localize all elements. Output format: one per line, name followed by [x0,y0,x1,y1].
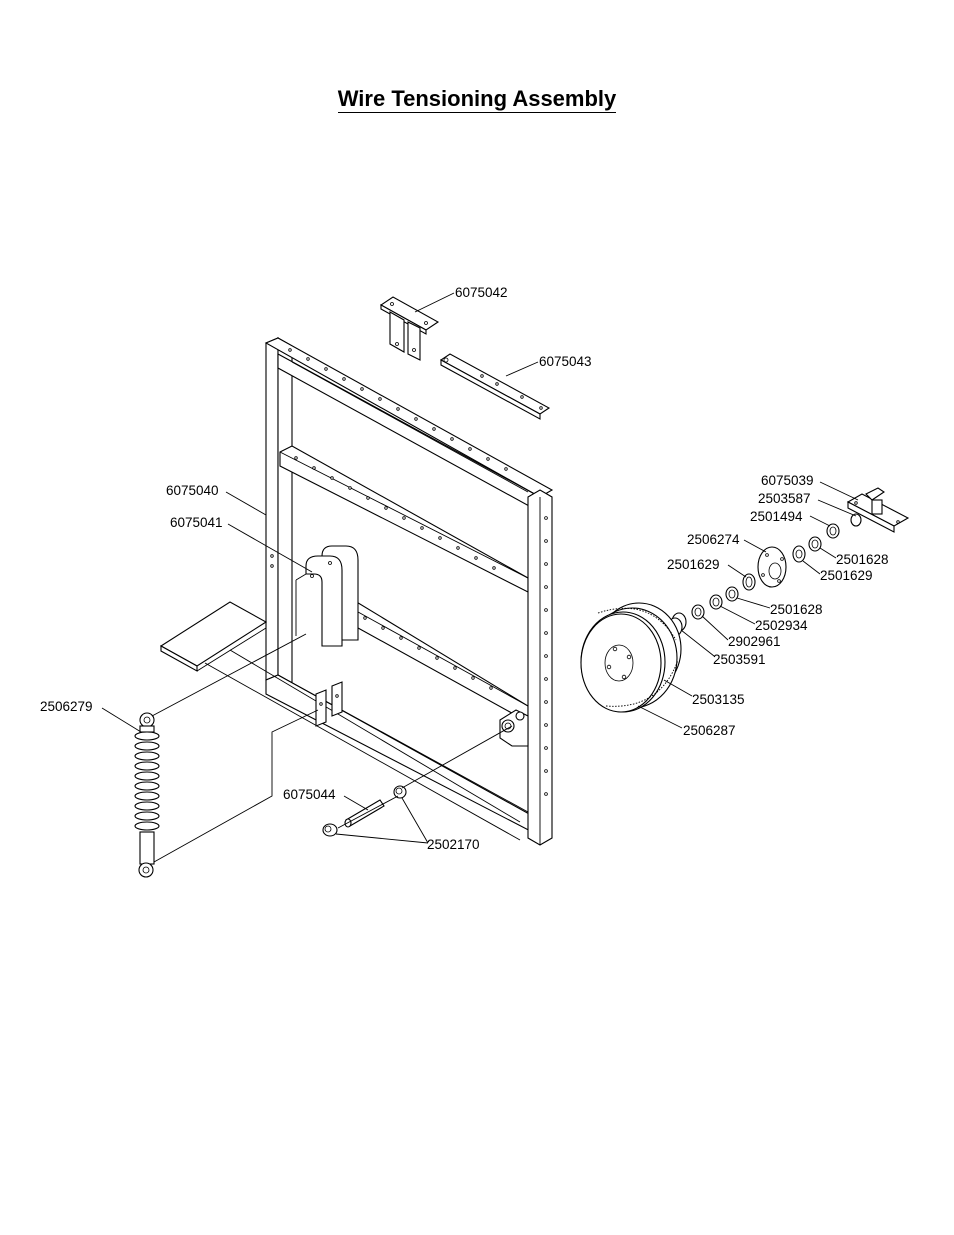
bracket-6075039 [848,488,908,532]
pivot-bracket [500,710,528,746]
bushing-2502170-b [323,824,337,836]
label-6075039: 6075039 [761,473,814,488]
label-6075042: 6075042 [455,285,508,300]
ring-2902961 [692,605,704,619]
label-2501494: 2501494 [750,509,803,524]
ring-2501494 [827,524,839,538]
label-2503591: 2503591 [713,652,766,667]
arm-6075041 [296,546,358,646]
label-2503135: 2503135 [692,692,745,707]
label-2501628-upper: 2501628 [836,552,889,567]
ring-2501629-upper [793,546,805,562]
label-2506287: 2506287 [683,723,736,738]
label-6075043: 6075043 [539,354,592,369]
label-2506274: 2506274 [687,532,740,547]
bracket-6075042 [381,297,438,360]
shock-absorber-2506279 [135,713,159,877]
label-2902961: 2902961 [728,634,781,649]
pulley-2506287 [581,603,681,712]
label-2506279: 2506279 [40,699,93,714]
label-2502170: 2502170 [427,837,480,852]
label-2502934: 2502934 [755,618,808,633]
hub-2506274 [758,547,786,587]
strip-6075043 [441,354,549,419]
label-2503587: 2503587 [758,491,811,506]
ring-2501628-upper [809,537,821,551]
label-2501629-right: 2501629 [820,568,873,583]
main-frame-6075040 [266,338,552,845]
label-6075041: 6075041 [170,515,223,530]
ring-2502934 [710,595,722,609]
bushing-2502170-a [394,786,406,798]
label-2501629-left: 2501629 [667,557,720,572]
label-2501628-lower: 2501628 [770,602,823,617]
label-6075040: 6075040 [166,483,219,498]
ring-2501628-lower [726,587,738,601]
label-6075044: 6075044 [283,787,336,802]
